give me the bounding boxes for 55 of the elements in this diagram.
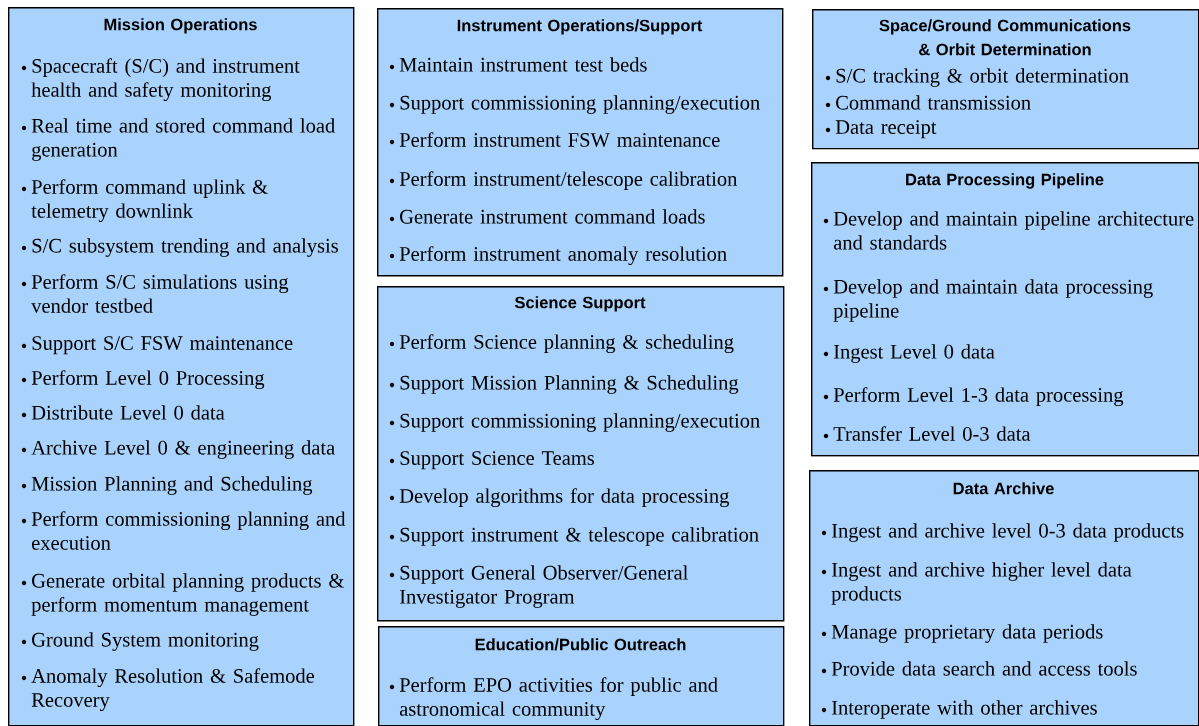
list-item: Develop and maintain data processing pipeline <box>833 279 1153 322</box>
list-item: Perform Science planning & scheduling <box>399 334 734 354</box>
panel-heading: Space/Ground Communications & Orbit Determination <box>879 19 1131 56</box>
list-item: Ingest Level 0 data <box>833 344 995 363</box>
list-item: Provide data search and access tools <box>831 661 1137 676</box>
list-item: Support General Observer/General Investigator Program <box>399 565 688 608</box>
panel <box>377 286 785 622</box>
list-item: Distribute Level 0 data <box>31 405 225 420</box>
list-item: Generate instrument command loads <box>400 209 705 224</box>
list-item: Perform instrument FSW maintenance <box>399 132 720 147</box>
list-item: Support Science Teams <box>400 451 595 470</box>
list-item: Maintain instrument test beds <box>399 57 647 72</box>
panel-heading: Education/Public Outreach <box>475 638 686 651</box>
panel-heading: Instrument Operations/Support <box>457 19 703 35</box>
list-item: Ingest and archive higher level data products <box>831 562 1132 605</box>
list-item: Command transmission <box>836 95 1031 110</box>
panel-heading: Data Archive <box>953 482 1054 495</box>
list-item: Manage proprietary data periods <box>831 624 1103 643</box>
panel <box>377 8 784 277</box>
list-item: Ground System monitoring <box>32 632 259 651</box>
list-item: Support S/C FSW maintenance <box>32 336 293 355</box>
list-item: Perform Level 1-3 data processing <box>833 387 1124 407</box>
panel-heading: Data Processing Pipeline <box>906 173 1104 189</box>
list-item: Support instrument & telescope calibration <box>400 527 759 546</box>
list-item: Perform EPO activities for public and astronomical community <box>399 677 718 721</box>
list-item: Develop algorithms for data processing <box>399 488 730 508</box>
list-item: Ingest and archive level 0-3 data products <box>831 523 1184 542</box>
list-item: Perform commissioning planning and execution <box>31 511 346 550</box>
list-item: Perform command uplink & telemetry downlink <box>31 179 268 223</box>
list-item: Generate orbital planning products & perform momentum management <box>31 573 344 616</box>
list-item: Real time and stored command load generation <box>31 118 335 161</box>
list-item: S/C subsystem trending and analysis <box>32 238 338 257</box>
panel-heading: Science Support <box>514 296 646 312</box>
list-item: Interoperate with other archives <box>831 700 1097 719</box>
list-item: Support commissioning planning/execution <box>400 95 760 114</box>
list-item: Data receipt <box>835 120 937 139</box>
panel <box>8 7 355 726</box>
list-item: Develop and maintain pipeline architecture and standards <box>833 211 1194 250</box>
list-item: Perform instrument anomaly resolution <box>399 246 727 266</box>
list-item: Anomaly Resolution & Safemode Recovery <box>31 668 315 712</box>
list-item: Mission Planning and Scheduling <box>31 476 313 495</box>
list-item: Support Mission Planning & Scheduling <box>400 375 739 394</box>
list-item: Support commissioning planning/execution <box>400 413 760 432</box>
list-item: S/C tracking & orbit determination <box>836 68 1129 87</box>
list-item: Perform instrument/telescope calibration <box>399 171 738 190</box>
panel <box>812 9 1199 150</box>
panel <box>809 470 1199 726</box>
list-item: Spacecraft (S/C) and instrument health and safety monitoring <box>31 58 300 102</box>
panel <box>811 162 1199 457</box>
list-item: Perform Level 0 Processing <box>31 370 265 390</box>
list-item: Perform S/C simulations using vendor testbed <box>31 274 289 313</box>
panel-heading: Mission Operations <box>104 18 257 34</box>
panel <box>378 626 785 726</box>
list-item: Archive Level 0 & engineering data <box>31 440 335 459</box>
list-item: Transfer Level 0-3 data <box>833 426 1031 441</box>
